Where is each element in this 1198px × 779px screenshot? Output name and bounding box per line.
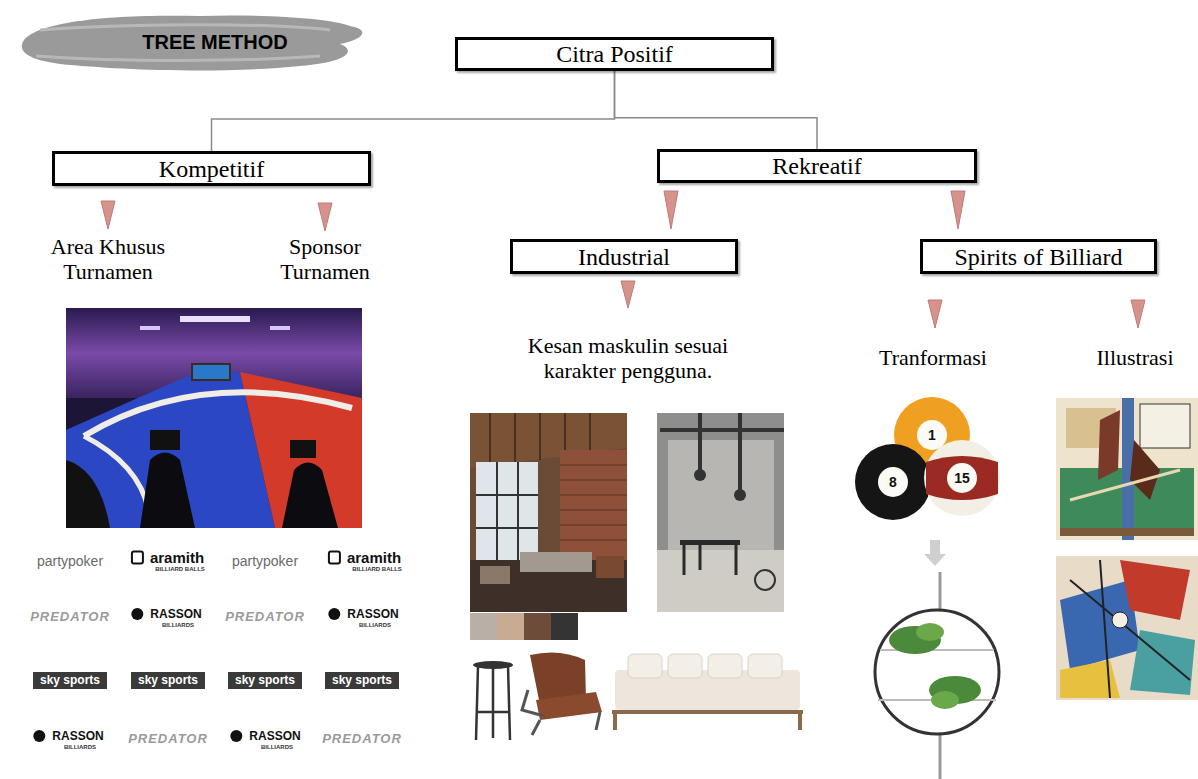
- sponsor-logo-sub: BILLIARD BALLS: [145, 566, 215, 573]
- process-box: Spirits of Billiard: [920, 239, 1157, 274]
- process-box: Rekreatif: [657, 149, 977, 183]
- diagram-title: TREE METHOD: [142, 30, 288, 54]
- logo-icon: [132, 552, 143, 564]
- sponsor-logo-sub: BILLIARD BALLS: [342, 566, 412, 573]
- arena-photo: [66, 308, 362, 528]
- branch-label: Kesan maskulin sesuai karakter pengguna.: [503, 333, 753, 383]
- sponsor-logo: partypoker: [220, 552, 310, 570]
- sponsor-logo: PREDATOR: [317, 730, 407, 748]
- box-label: Citra Positif: [556, 41, 673, 67]
- branch-label: Area Khusus Turnamen: [10, 234, 206, 284]
- sponsor-logo: partypoker: [25, 552, 115, 570]
- sponsor-logo: sky sports: [325, 672, 399, 689]
- planter-illustration: [875, 572, 999, 779]
- sponsor-logo: RASSON: [338, 607, 408, 622]
- sponsor-logo-sub: BILLIARDS: [340, 622, 410, 629]
- branch-label: Tranformasi: [863, 345, 1003, 370]
- industrial-loft-photo: [657, 413, 784, 612]
- colour-swatches: [470, 613, 578, 640]
- arrow-triangle: [951, 191, 965, 229]
- box-label: Rekreatif: [772, 153, 861, 179]
- sponsor-logo: sky sports: [228, 672, 302, 689]
- sponsor-logo-sub: BILLIARDS: [143, 622, 213, 629]
- industrial-room-photo: [470, 413, 627, 612]
- sponsor-logo: RASSON: [141, 607, 211, 622]
- sponsor-logo: PREDATOR: [220, 608, 310, 626]
- sponsor-logo: sky sports: [131, 672, 205, 689]
- process-box: Industrial: [510, 239, 738, 274]
- logo-icon: [33, 730, 45, 742]
- sponsor-logo: RASSON: [240, 729, 310, 744]
- ball-number: 1: [918, 426, 946, 444]
- sponsor-logo: PREDATOR: [123, 730, 213, 748]
- process-box: Citra Positif: [455, 37, 774, 71]
- logo-icon: [131, 608, 143, 620]
- cubist-illustration: [1056, 556, 1198, 700]
- ball-number: 15: [948, 469, 976, 487]
- cubist-illustration: [1056, 398, 1198, 540]
- arrow-triangle: [664, 191, 678, 229]
- sponsor-logo: RASSON: [43, 729, 113, 744]
- sponsor-logo-sub: BILLIARDS: [242, 744, 312, 751]
- transform-arrow: [924, 540, 946, 566]
- box-label: Industrial: [578, 244, 670, 270]
- logo-icon: [230, 730, 242, 742]
- branch-label: Illustrasi: [1080, 345, 1190, 370]
- process-box: Kompetitif: [52, 151, 371, 186]
- sponsor-logo: aramith: [142, 549, 212, 567]
- box-label: Kompetitif: [159, 156, 264, 182]
- ball-number: 8: [879, 473, 907, 491]
- brush-shape: [22, 15, 363, 70]
- sponsor-logo-sub: BILLIARDS: [45, 744, 115, 751]
- billiard-balls: [855, 397, 1000, 520]
- tree-connector: [212, 71, 615, 151]
- branch-label: Sponsor Turnamen: [265, 234, 385, 284]
- sponsor-logo: PREDATOR: [25, 608, 115, 626]
- tree-connector: [615, 71, 818, 149]
- logo-icon: [328, 608, 340, 620]
- furniture: [473, 652, 803, 740]
- sponsor-logo: sky sports: [33, 672, 107, 689]
- sponsor-logo: aramith: [339, 549, 409, 567]
- logo-icon: [329, 552, 340, 564]
- box-label: Spirits of Billiard: [955, 244, 1123, 270]
